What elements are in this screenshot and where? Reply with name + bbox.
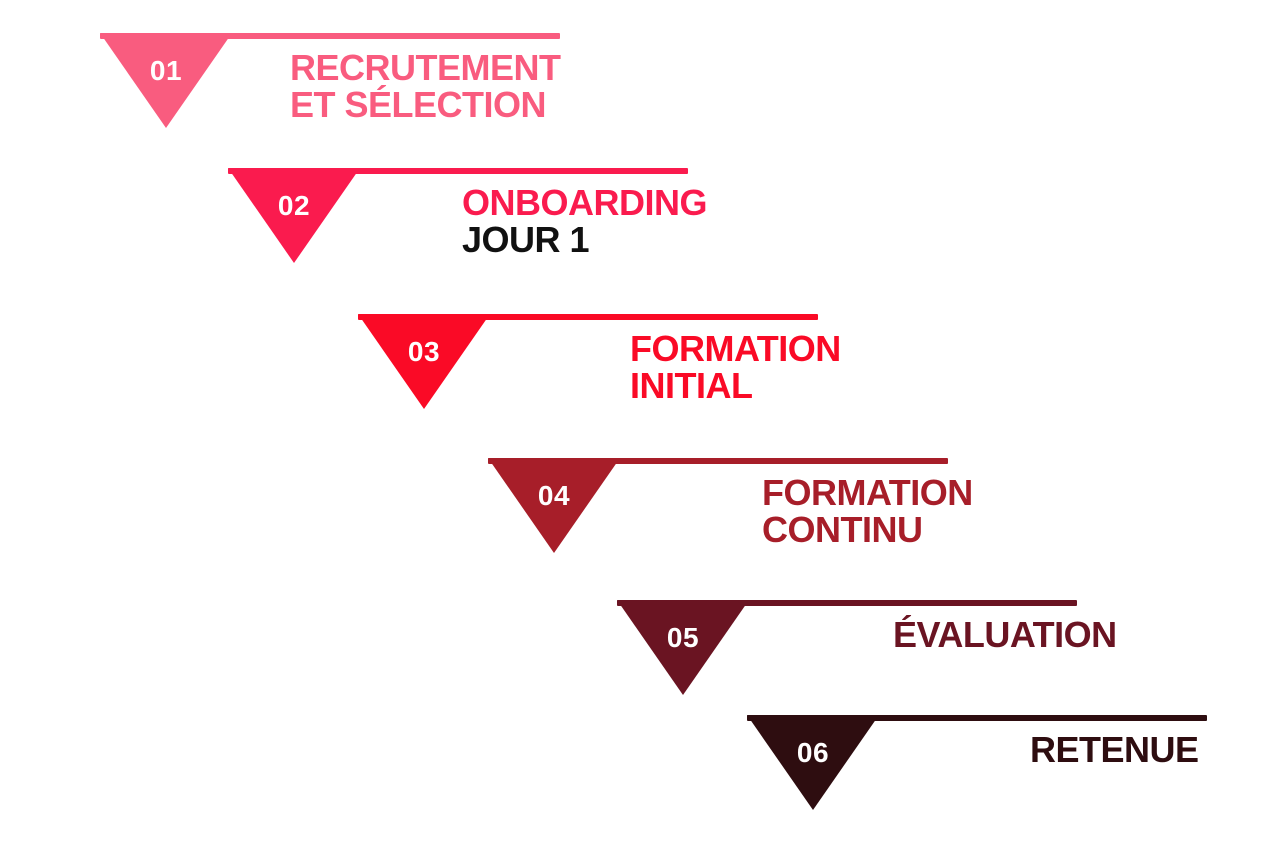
step-line: [617, 600, 1077, 606]
step-05: 05 ÉVALUATION: [617, 600, 1117, 720]
step-label: ONBOARDING JOUR 1: [462, 182, 708, 260]
step-line: [100, 33, 560, 39]
step-label: ÉVALUATION: [893, 616, 1117, 653]
step-label: FORMATION CONTINU: [762, 474, 973, 548]
step-label-line: JOUR 1: [462, 219, 590, 260]
step-line: [747, 715, 1207, 721]
step-label: RETENUE: [1030, 731, 1199, 768]
step-label-line: RETENUE: [1030, 729, 1199, 770]
step-label-line: ÉVALUATION: [893, 614, 1117, 655]
step-label: RECRUTEMENT ET SÉLECTION: [290, 49, 561, 123]
step-04: 04 FORMATION CONTINU: [488, 458, 973, 578]
step-number: 03: [407, 336, 441, 367]
step-label: FORMATION INITIAL: [630, 330, 841, 404]
step-label-line: FORMATION: [762, 472, 973, 513]
step-number: 05: [666, 622, 700, 653]
step-number: 04: [537, 480, 571, 511]
step-label-line: RECRUTEMENT: [290, 47, 561, 88]
step-number: 02: [277, 190, 311, 221]
step-01: 01 RECRUTEMENT ET SÉLECTION: [100, 33, 561, 153]
step-label-line: ONBOARDING: [462, 182, 708, 223]
step-label-line: FORMATION: [630, 328, 841, 369]
step-number: 06: [796, 737, 830, 768]
step-number: 01: [149, 55, 183, 86]
step-06: 06 RETENUE: [747, 715, 1207, 835]
step-line: [488, 458, 948, 464]
step-03: 03 FORMATION INITIAL: [358, 314, 841, 434]
step-label-line: INITIAL: [630, 365, 753, 406]
step-label-line: ET SÉLECTION: [290, 84, 547, 125]
step-line: [228, 168, 688, 174]
step-line: [358, 314, 818, 320]
step-02: 02 ONBOARDING JOUR 1: [228, 168, 708, 288]
step-label-line: CONTINU: [762, 509, 923, 550]
